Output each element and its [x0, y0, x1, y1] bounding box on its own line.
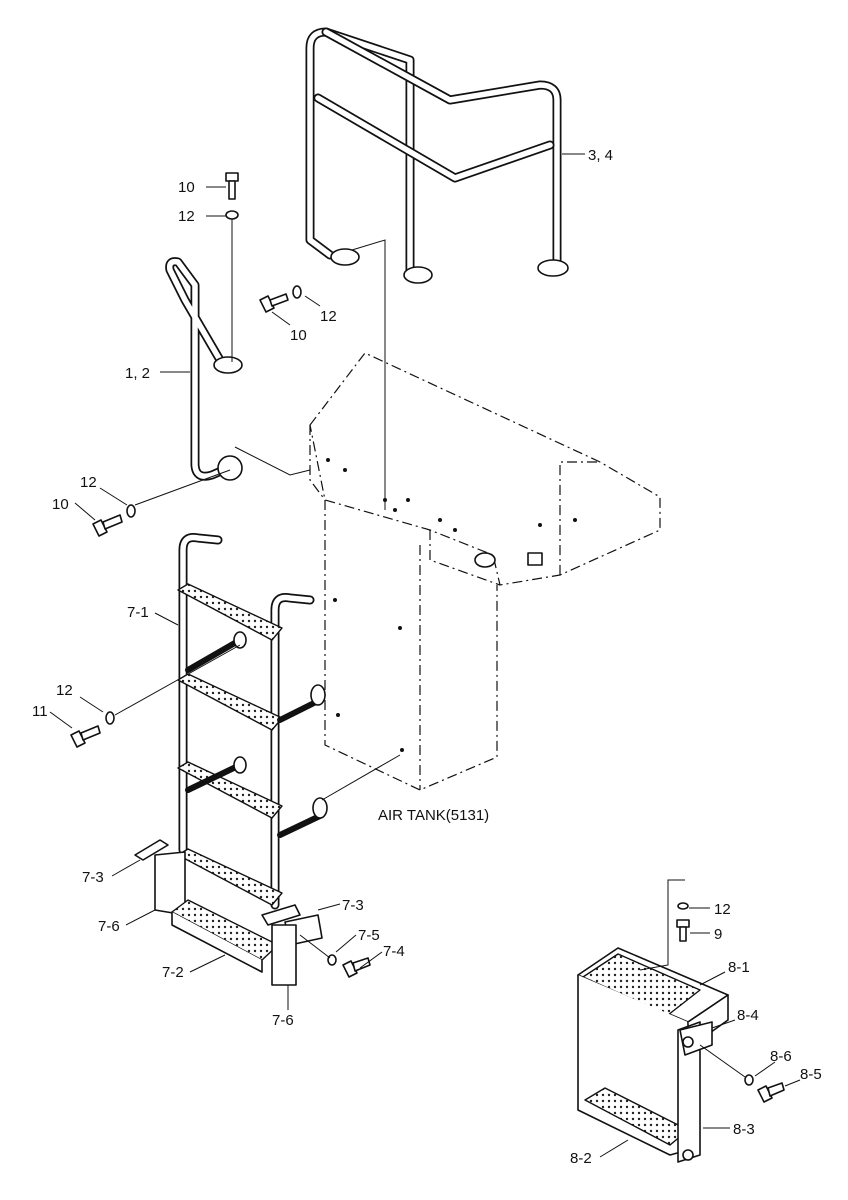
label-9: 9: [714, 926, 722, 943]
handrail-3-4: [305, 27, 569, 284]
label-8-6: 8-6: [770, 1048, 792, 1065]
centerline-ladder-lower: [321, 754, 401, 801]
centerline-bolt-7-4: [299, 934, 331, 959]
label-10-handrail: 10: [290, 327, 307, 344]
label-7-6-right: 7-6: [272, 1012, 294, 1029]
centerline-bolt-8-5: [699, 1044, 746, 1078]
label-8-3: 8-3: [733, 1121, 755, 1138]
washer-12-top: [225, 210, 239, 220]
leader-lines: [49, 153, 801, 1158]
washer-12-handrail: [292, 285, 302, 299]
bolt-11: [70, 725, 101, 748]
centerline-handrail-lower: [234, 446, 311, 476]
centerline-bolt-10c: [134, 469, 231, 506]
step-7-2: [134, 839, 323, 986]
washer-12-step8: [677, 902, 689, 910]
label-7-4: 7-4: [383, 943, 405, 960]
label-12-step8: 12: [714, 901, 731, 918]
bolt-10-lower: [92, 514, 123, 537]
label-7-6-left: 7-6: [98, 918, 120, 935]
ladder-7-1: [177, 533, 328, 910]
step-8-assembly: [577, 947, 729, 1163]
handrail-1-2: [165, 257, 243, 481]
centerline-bolt-11: [114, 644, 241, 716]
label-12-handrail: 12: [320, 308, 337, 325]
callout-labels: 10 12 3, 4 12 10 1, 2 12 10 7-1 12 11 AI…: [32, 147, 822, 1167]
label-10-top: 10: [178, 179, 195, 196]
air-tank: [309, 352, 661, 791]
washer-12-ladder: [105, 711, 115, 725]
bolt-7-4: [342, 957, 371, 978]
label-12-ladder: 12: [56, 682, 73, 699]
label-8-1: 8-1: [728, 959, 750, 976]
centerline-bolt-9: [639, 879, 685, 971]
centerline-handrail-upper: [351, 239, 386, 510]
label-air-tank: AIR TANK(5131): [378, 807, 489, 824]
bolt-8-5: [757, 1082, 785, 1103]
label-7-1: 7-1: [127, 604, 149, 621]
bolt-10-top: [225, 172, 239, 200]
label-7-2: 7-2: [162, 964, 184, 981]
washer-7-5: [327, 954, 337, 966]
label-3-4: 3, 4: [588, 147, 613, 164]
label-8-5: 8-5: [800, 1066, 822, 1083]
label-7-5: 7-5: [358, 927, 380, 944]
washer-8-6: [744, 1074, 754, 1086]
label-11: 11: [32, 703, 48, 720]
label-12-lower: 12: [80, 474, 97, 491]
bolt-10-handrail: [259, 293, 289, 313]
label-7-3-left: 7-3: [82, 869, 104, 886]
label-10-lower: 10: [52, 496, 69, 513]
washer-12-lower: [126, 504, 136, 518]
bolt-9: [676, 919, 690, 942]
label-12-top: 12: [178, 208, 195, 225]
label-7-3-right: 7-3: [342, 897, 364, 914]
label-1-2: 1, 2: [125, 365, 150, 382]
label-8-4: 8-4: [737, 1007, 759, 1024]
label-8-2: 8-2: [570, 1150, 592, 1167]
